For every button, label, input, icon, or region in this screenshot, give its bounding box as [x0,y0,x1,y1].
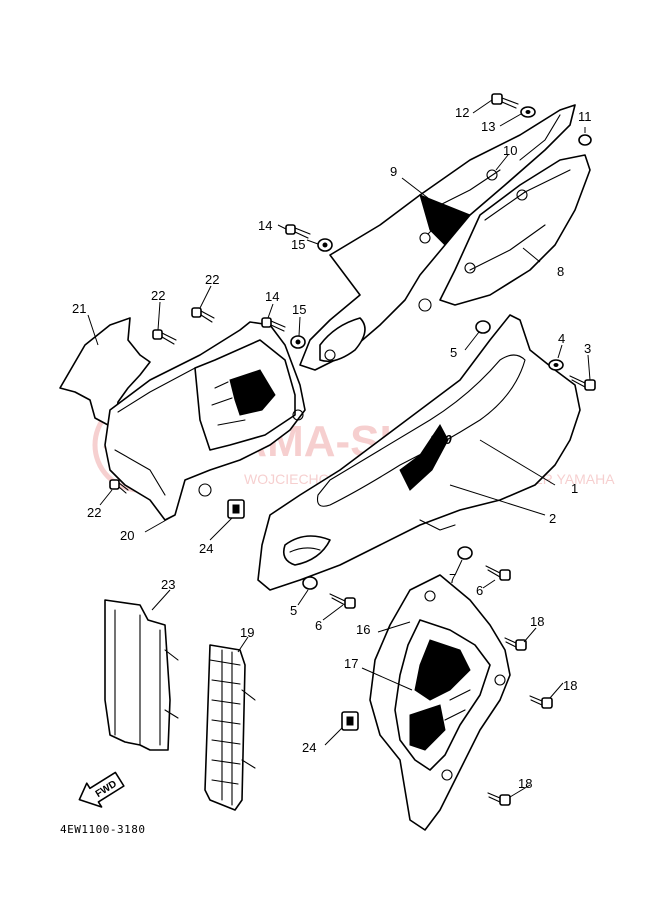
bolt-22-c[interactable] [109,479,129,494]
callout-5-lower: 5 [290,603,297,618]
part-23-guard[interactable] [104,599,179,751]
callout-18-b: 18 [563,678,577,693]
part-9-decal[interactable] [299,104,576,371]
decal-mark: 250 [429,432,452,447]
callout-11: 11 [578,109,592,124]
part-19-grille[interactable] [204,644,256,811]
callout-1: 1 [571,481,578,496]
clip-24-upper[interactable] [227,499,245,519]
callout-6-right: 6 [476,583,483,598]
callout-13: 13 [481,119,495,134]
bolt-6-right[interactable] [485,565,511,581]
callouts: 12 13 11 10 9 10 8 14 15 22 14 22 21 15 … [72,105,592,791]
callout-18-a: 18 [530,614,544,629]
fwd-arrow: FWD [78,771,125,808]
callout-24-lower: 24 [302,740,316,755]
diagram-code: 4EW1100-3180 [60,823,145,836]
callout-19: 19 [240,625,254,640]
part-20-radiator-cover[interactable] [104,321,306,521]
grommet-5-upper[interactable] [475,320,491,334]
callout-17: 17 [344,656,358,671]
callout-8: 8 [557,264,564,279]
part-1-side-panel[interactable]: 250 [257,314,581,591]
callout-10-lower: 10 [433,207,447,222]
callout-18-c: 18 [518,776,532,791]
part-21-decal[interactable] [59,317,151,426]
callout-3: 3 [584,341,591,356]
callout-14-lower: 14 [265,289,279,304]
bolt-22-b[interactable] [191,307,215,323]
bolt-18-a[interactable] [504,637,527,651]
callout-23: 23 [161,577,175,592]
callout-2: 2 [549,511,556,526]
washer-13[interactable] [520,106,536,118]
grommet-11[interactable] [578,134,592,146]
callout-22-c: 22 [87,505,101,520]
bolt-22-a[interactable] [152,329,177,345]
callout-4: 4 [558,331,565,346]
callout-12: 12 [455,105,469,120]
part-17-decal[interactable] [394,590,506,781]
bolt-12[interactable] [491,93,519,109]
grommet-15-lower[interactable] [290,335,306,349]
grommet-7[interactable] [457,546,473,560]
callout-16: 16 [356,622,370,637]
callout-15-lower: 15 [292,302,306,317]
callout-24-upper: 24 [199,541,213,556]
callout-6-left: 6 [315,618,322,633]
leader-lines [87,99,591,798]
callout-7: 7 [449,571,456,586]
callout-10-upper: 10 [503,143,517,158]
callout-21: 21 [72,301,86,316]
clip-24-lower[interactable] [341,711,359,731]
fasteners [109,93,596,806]
part-8-side-cover[interactable] [439,154,591,306]
bolt-14-lower[interactable] [261,317,286,332]
callout-9: 9 [390,164,397,179]
bolt-6-left[interactable] [329,593,356,609]
bolt-18-c[interactable] [487,792,511,806]
callout-14-upper: 14 [258,218,272,233]
grommet-15-upper[interactable] [317,238,333,252]
bolt-3[interactable] [569,375,596,391]
callout-22-b: 22 [151,288,165,303]
grommet-5-lower[interactable] [302,576,318,590]
bolt-18-b[interactable] [529,695,553,709]
washer-4[interactable] [548,359,564,371]
bolt-14-upper[interactable] [285,224,311,239]
callout-20: 20 [120,528,134,543]
callout-15-upper: 15 [291,237,305,252]
callout-22-a: 22 [205,272,219,287]
callout-5-upper: 5 [450,345,457,360]
